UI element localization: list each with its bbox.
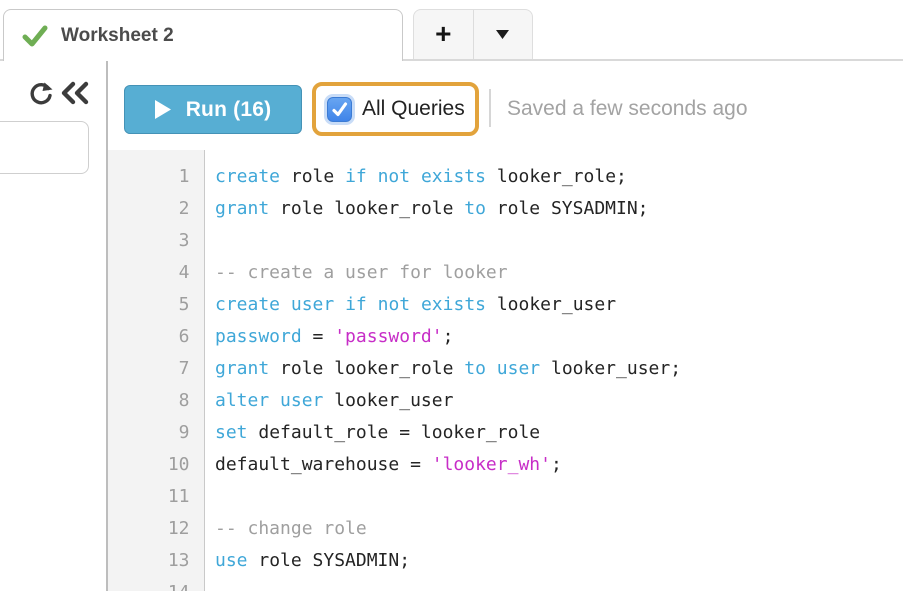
line-number: 3 (178, 230, 190, 251)
line-number: 1 (178, 166, 190, 187)
line-number: 7 (178, 358, 190, 379)
saved-status-text: Saved a few seconds ago (507, 97, 748, 120)
worksheet-menu-button[interactable] (474, 10, 533, 59)
code-line[interactable]: grant role looker_role to role SYSADMIN; (215, 198, 649, 219)
code-line[interactable]: -- change role (215, 518, 367, 539)
code-line[interactable]: use role SYSADMIN; (215, 550, 411, 571)
code-line[interactable]: alter user looker_user (215, 390, 454, 411)
code-line[interactable] (205, 481, 903, 513)
worksheet-tab-label: Worksheet 2 (61, 24, 174, 46)
run-button[interactable]: Run (16) (124, 85, 302, 134)
line-number-gutter (107, 150, 205, 591)
line-number: 5 (178, 294, 190, 315)
line-number: 2 (178, 198, 190, 219)
line-number: 10 (167, 454, 190, 475)
all-queries-checkbox[interactable] (327, 96, 352, 122)
code-line[interactable]: set default_role = looker_role (215, 422, 541, 443)
all-queries-label[interactable]: All Queries (362, 97, 465, 120)
green-checkmark-icon (22, 25, 48, 47)
tab-controls: + (413, 9, 533, 59)
refresh-icon (28, 80, 54, 106)
code-line[interactable]: default_warehouse = 'looker_wh'; (215, 454, 562, 475)
line-number: 13 (167, 550, 190, 571)
plus-icon: + (435, 17, 452, 49)
caret-down-icon (496, 30, 510, 39)
run-button-label: Run (16) (185, 97, 272, 121)
annotation-highlight: All Queries (312, 82, 479, 136)
code-line[interactable]: -- create a user for looker (215, 262, 508, 283)
line-number: 6 (178, 326, 190, 347)
play-icon (154, 100, 171, 119)
line-number: 8 (178, 390, 190, 411)
code-line[interactable]: password = 'password'; (215, 326, 454, 347)
line-number: 14 (108, 577, 204, 591)
double-chevron-left-icon (59, 81, 91, 105)
line-number: 9 (178, 422, 190, 443)
code-lines: create role if not exists looker_role;gr… (205, 161, 903, 591)
gutter-numbers: 1234567891011121314 (108, 161, 204, 591)
sidebar-editor-divider (106, 60, 108, 591)
code-line[interactable] (205, 577, 903, 591)
line-number: 4 (178, 262, 190, 283)
collapse-sidebar-button[interactable] (57, 79, 93, 107)
toolbar-divider (489, 89, 491, 127)
line-number: 11 (167, 486, 190, 507)
code-line[interactable]: grant role looker_role to user looker_us… (215, 358, 682, 379)
sql-editor[interactable]: 1234567891011121314 create role if not e… (107, 150, 903, 591)
new-worksheet-button[interactable]: + (414, 10, 474, 59)
worksheet-tab[interactable]: Worksheet 2 (3, 9, 403, 61)
tabbar-bottom-border (0, 59, 903, 61)
refresh-button[interactable] (27, 79, 55, 107)
checkmark-icon (330, 101, 349, 118)
sidebar-search-input[interactable] (0, 121, 89, 174)
code-line[interactable]: create user if not exists looker_user (215, 294, 617, 315)
code-line[interactable] (205, 225, 903, 257)
line-number: 12 (167, 518, 190, 539)
code-line[interactable]: create role if not exists looker_role; (215, 166, 627, 187)
